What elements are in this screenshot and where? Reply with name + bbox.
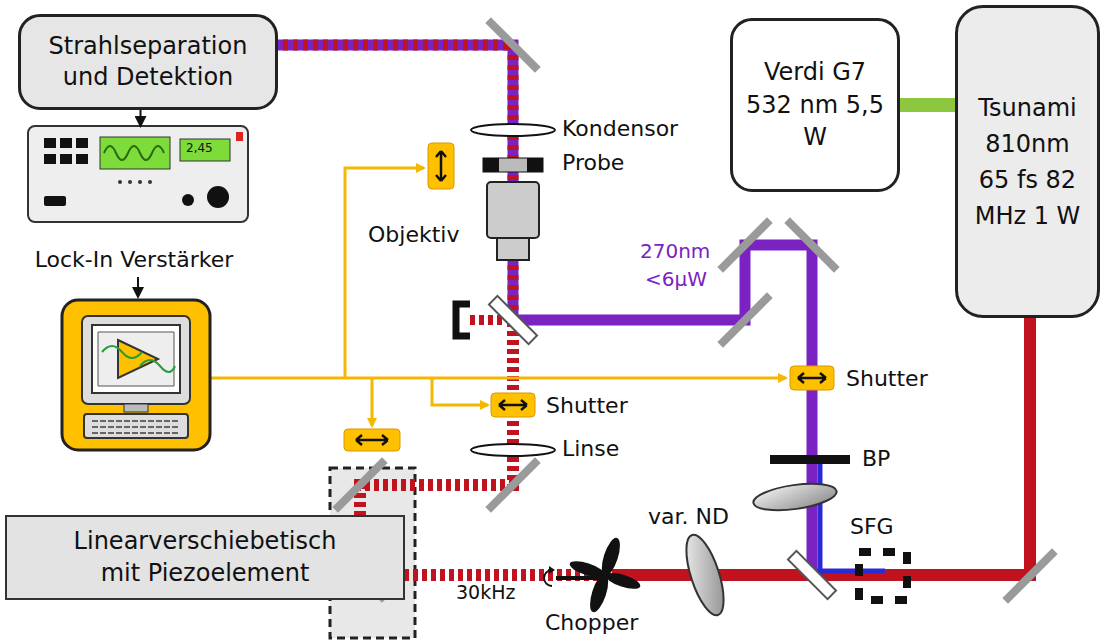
node-label: Linearverschiebetisch mit Piezoelement xyxy=(51,526,359,588)
chopper xyxy=(544,536,642,615)
node-label: Verdi G7 532 nm 5,5 W xyxy=(743,56,887,153)
control-lines xyxy=(210,168,786,426)
power-label: <6µW xyxy=(645,268,707,291)
display-value: 2,45 xyxy=(186,142,213,156)
component-label: Chopper xyxy=(545,610,638,635)
component-label: Shutter xyxy=(846,366,928,391)
translation-stage-box: Linearverschiebetisch mit Piezoelement xyxy=(5,515,405,600)
node-label: Tsunami 810nm 65 fs 82 MHz 1 W xyxy=(968,90,1087,234)
component-label: var. ND xyxy=(648,504,729,529)
pump-beam xyxy=(900,98,955,112)
lockin-amplifier: Lock-In Verstärker xyxy=(5,126,263,275)
detection-box: Strahlseparation und Detektion xyxy=(18,14,278,110)
component-label: BP xyxy=(862,446,890,471)
computer xyxy=(62,277,210,450)
component-label: Probe xyxy=(562,150,624,175)
mirrors xyxy=(338,23,1052,598)
beam-dump xyxy=(456,304,470,336)
lockin-device xyxy=(28,126,248,222)
component-label: SFG xyxy=(850,514,894,539)
pump-laser-box: Verdi G7 532 nm 5,5 W xyxy=(730,18,900,192)
node-label: Strahlseparation und Detektion xyxy=(29,31,267,93)
frequency-label: 30kHz xyxy=(456,582,515,604)
fs-laser-box: Tsunami 810nm 65 fs 82 MHz 1 W xyxy=(955,5,1100,318)
wavelength-label: 270nm xyxy=(640,240,710,263)
component-label: Shutter xyxy=(546,393,628,418)
component-label: Linse xyxy=(562,436,619,461)
node-label: Lock-In Verstärker xyxy=(35,247,234,273)
component-label: Kondensor xyxy=(562,116,678,141)
filters xyxy=(679,455,907,619)
laser-beams xyxy=(278,45,1030,575)
signal-arrow xyxy=(140,110,142,126)
component-label: Objektiv xyxy=(368,222,459,247)
